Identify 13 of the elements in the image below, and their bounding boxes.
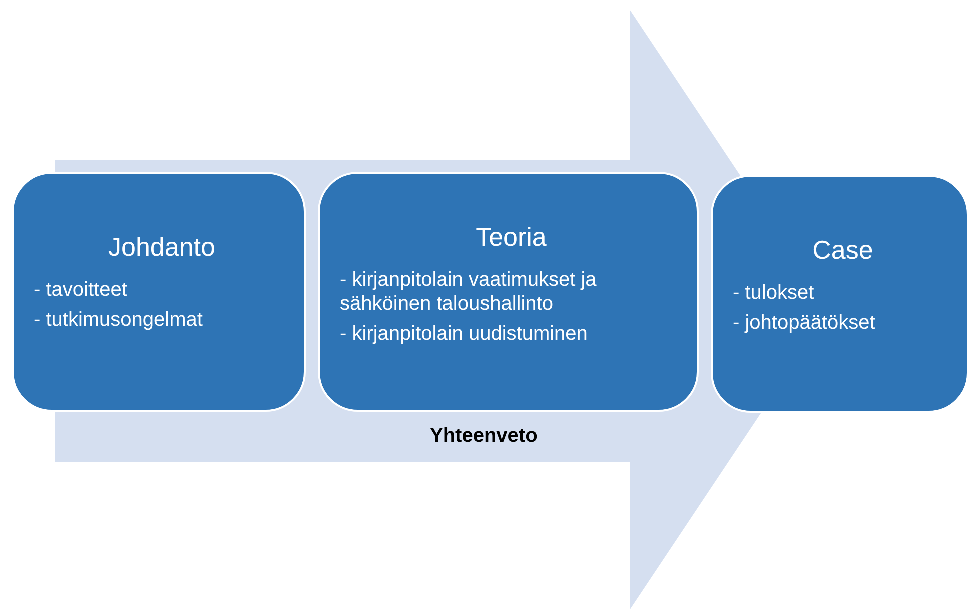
stage-heading: Case bbox=[812, 235, 874, 265]
stage-box bbox=[318, 172, 699, 412]
arrow-label: Yhteenveto bbox=[430, 425, 538, 448]
stage-heading: Johdanto bbox=[108, 232, 216, 262]
bullet-item: - kirjanpitolain uudistuminen bbox=[340, 322, 589, 346]
bullet-item: - tutkimusongelmat bbox=[34, 308, 204, 332]
bullet-item: - kirjanpitolain vaatimukset ja sähköinen taloushallinto bbox=[340, 268, 598, 316]
stage-heading: Teoria bbox=[475, 222, 548, 252]
bullet-item: - johtopäätökset bbox=[733, 311, 876, 335]
bullet-item: - tavoitteet bbox=[34, 278, 128, 302]
stage-box bbox=[12, 172, 306, 412]
bullet-item: - tulokset bbox=[733, 281, 816, 305]
stage-box bbox=[711, 175, 969, 413]
